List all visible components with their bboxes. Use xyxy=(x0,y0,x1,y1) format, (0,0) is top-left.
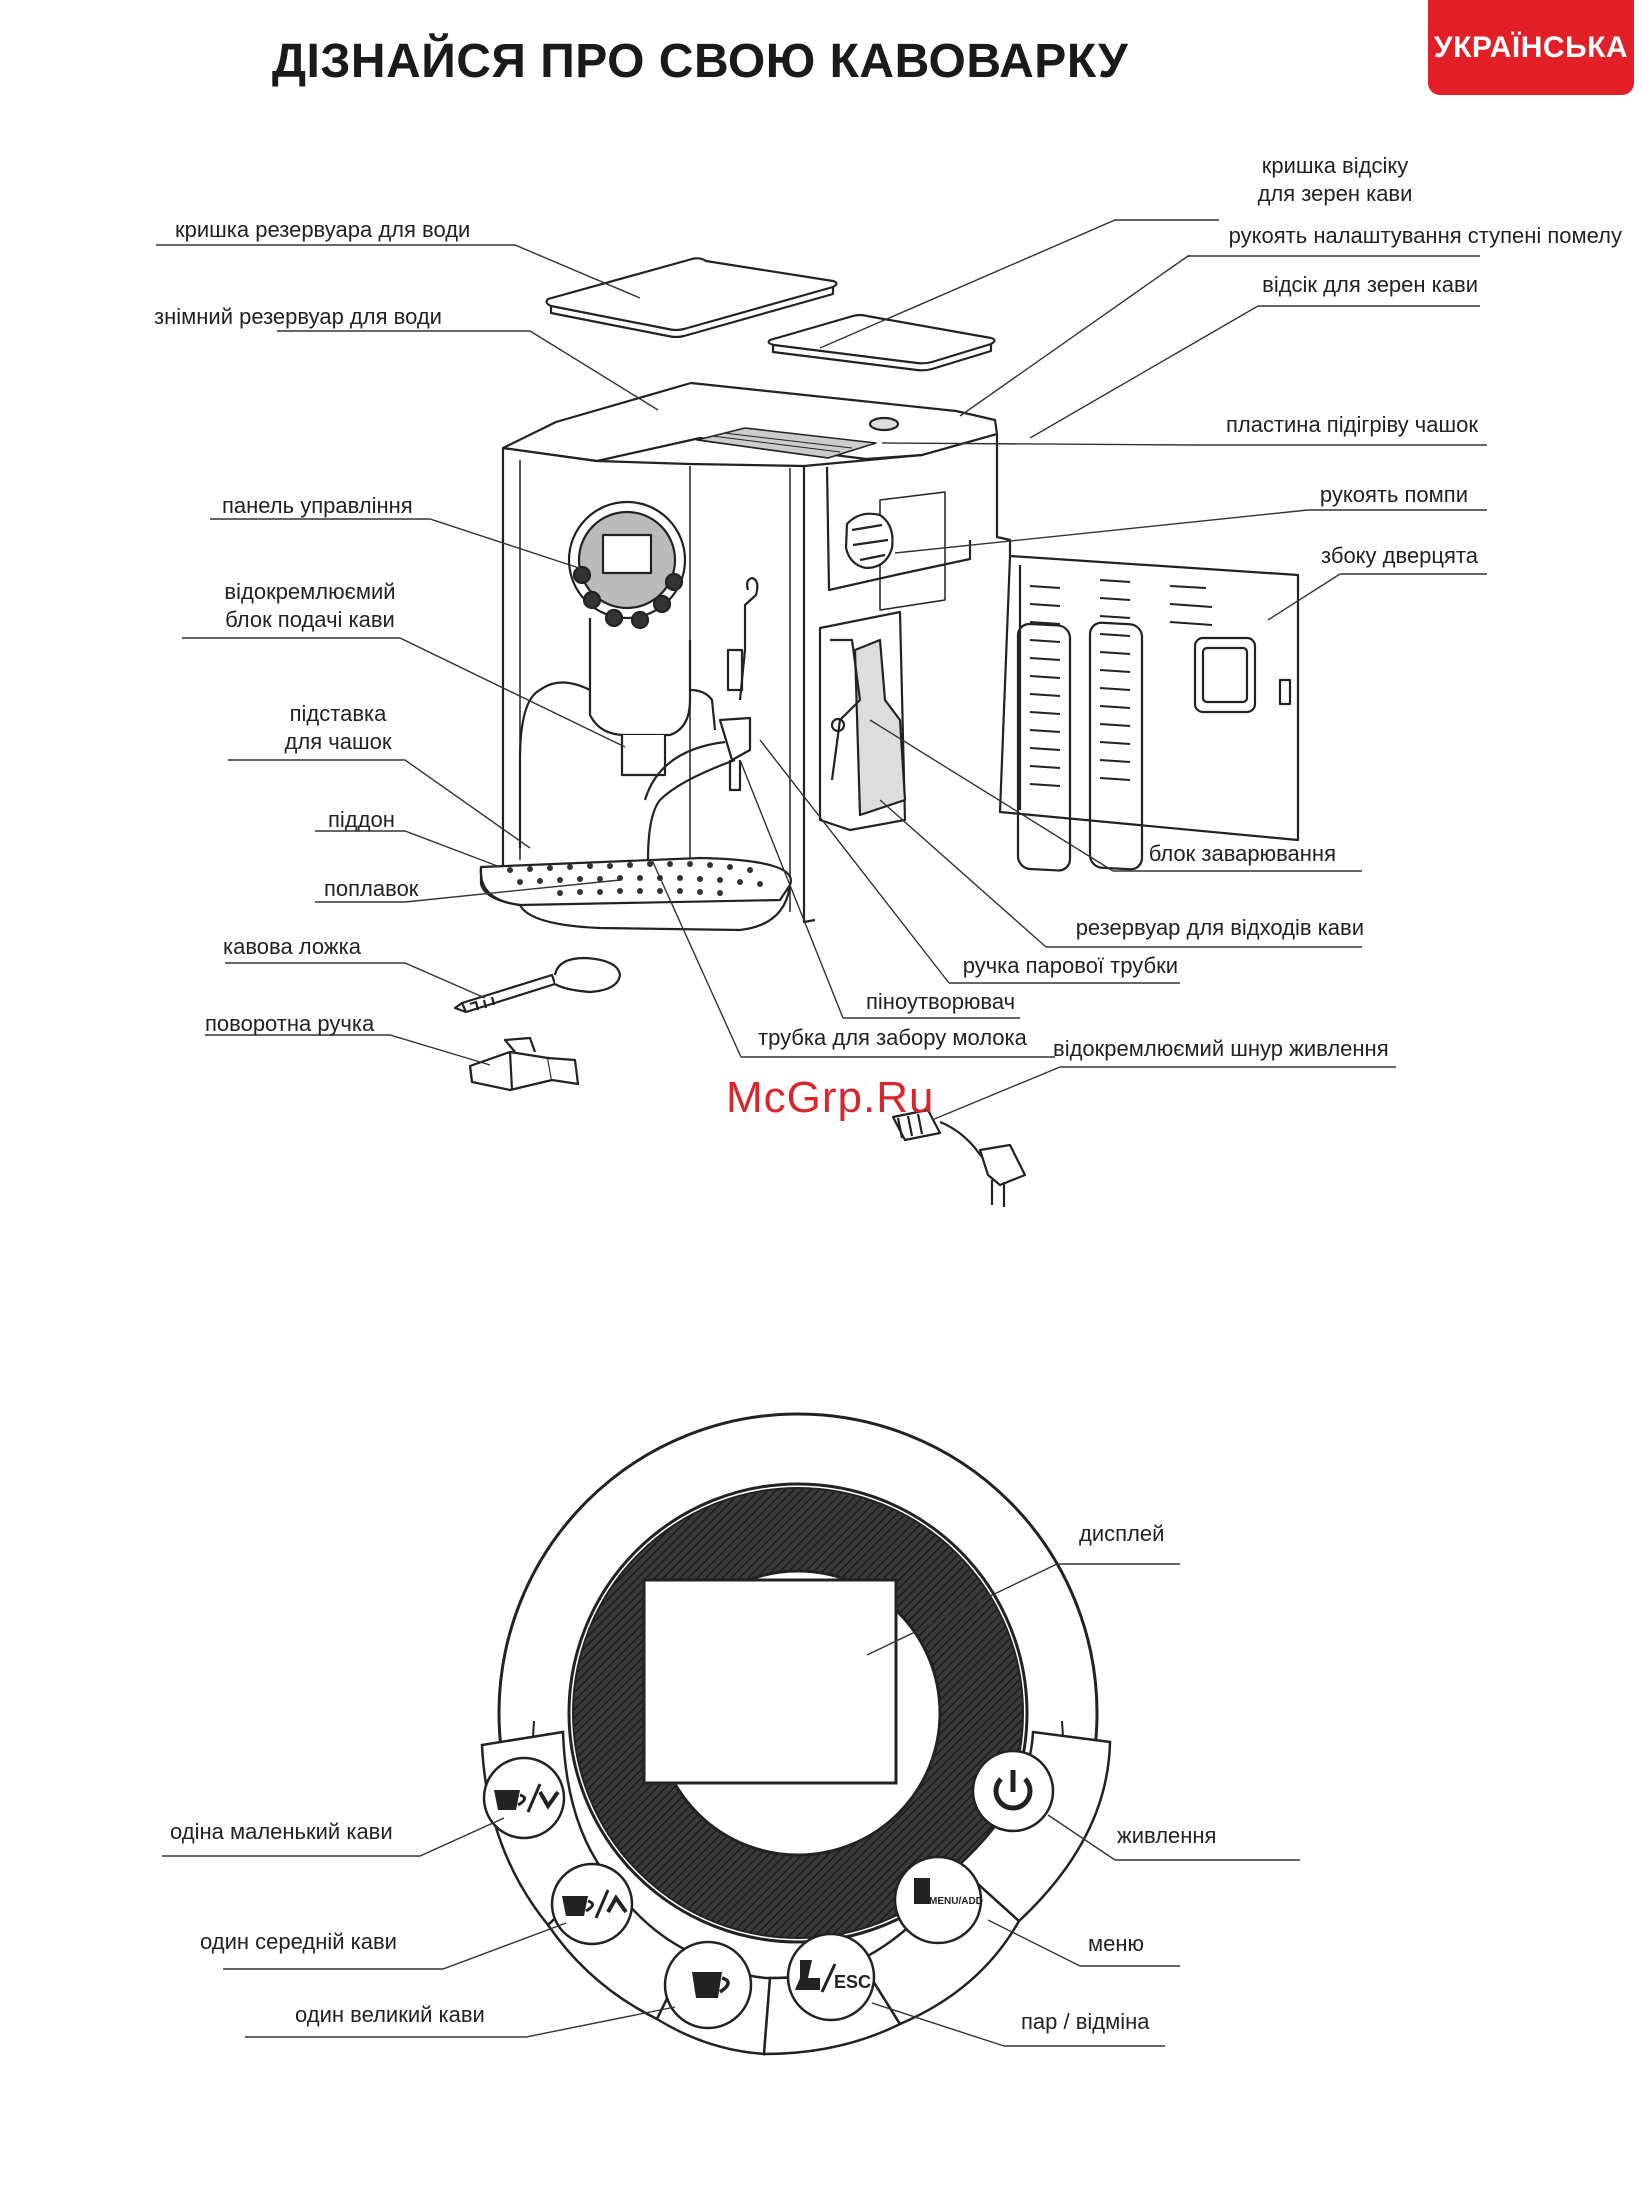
side-door xyxy=(998,554,1300,872)
front-control-panel xyxy=(567,500,687,630)
language-badge: УКРАЇНСЬКА xyxy=(1428,0,1634,95)
label-power-cord: відокремлюємий шнур живлення xyxy=(1053,1036,1389,1061)
water-tank-lid xyxy=(545,257,838,339)
label-display: дисплей xyxy=(1079,1521,1165,1546)
label-float: поплавок xyxy=(324,876,419,901)
label-large-coffee: один великий кави xyxy=(295,2002,485,2027)
label-lid-bean-line1: кришка відсіку xyxy=(1261,153,1409,178)
label-water-tank-lid: кришка резервуара для води xyxy=(175,217,471,242)
label-cup-stand-line2: для чашок xyxy=(284,729,392,754)
label-steam-pipe-handle: ручка парової трубки xyxy=(962,953,1178,978)
label-grind-knob: рукоять налаштування ступені помелу xyxy=(1228,223,1622,248)
bean-compartment-lid xyxy=(767,313,996,372)
menu-add-icon: MENU/ADD xyxy=(914,1878,983,1907)
label-cup-stand-line1: підставка xyxy=(289,701,387,726)
label-rotary-handle: поворотна ручка xyxy=(205,1011,375,1036)
leader-lines-bottom xyxy=(162,1563,1300,2047)
label-small-coffee: одіна маленький кави xyxy=(170,1819,393,1844)
label-coffee-spoon: кавова ложка xyxy=(223,934,361,959)
power-cord xyxy=(891,1108,1027,1207)
label-side-door: збоку дверцята xyxy=(1321,543,1478,568)
label-dispenser-line1: відокремлюємий xyxy=(224,579,396,604)
label-pump-knob: рукоять помпи xyxy=(1319,482,1468,507)
power-icon xyxy=(993,1770,1033,1811)
label-lid-bean-line2: для зерен кави xyxy=(1257,181,1413,206)
watermark: McGrp.Ru xyxy=(726,1073,935,1122)
coffee-spoon xyxy=(453,956,622,1014)
page-title: ДІЗНАЙСЯ ПРО СВОЮ КАВОВАРКУ xyxy=(271,35,1129,88)
label-cup-warming-plate: пластина підігріву чашок xyxy=(1225,412,1478,437)
drip-tray xyxy=(479,856,792,932)
cup-down-icon xyxy=(494,1783,560,1813)
brewing-unit xyxy=(818,491,946,832)
large-cup-icon xyxy=(692,1972,730,1998)
label-menu: меню xyxy=(1088,1931,1145,1956)
coffee-dispenser xyxy=(518,618,717,848)
svg-text:ESC: ESC xyxy=(834,1972,871,1992)
panel-display xyxy=(642,1578,898,1785)
label-frother: піноутворювач xyxy=(866,989,1016,1014)
rotary-handle xyxy=(468,1036,580,1092)
label-bean-compartment: відсік для зерен кави xyxy=(1262,272,1478,297)
svg-text:MENU/ADD: MENU/ADD xyxy=(929,1896,983,1907)
label-milk-tube: трубка для забору молока xyxy=(758,1025,1027,1050)
label-dispenser-line2: блок подачі кави xyxy=(225,607,395,632)
label-power: живлення xyxy=(1117,1823,1217,1848)
label-medium-coffee: один середній кави xyxy=(200,1929,397,1954)
cup-up-icon xyxy=(562,1889,628,1919)
label-control-panel: панель управління xyxy=(222,493,413,518)
label-drip-tray: піддон xyxy=(328,807,395,832)
label-steam-cancel: пар / відміна xyxy=(1021,2009,1150,2034)
leader-lines-top xyxy=(156,219,1487,1121)
machine-illustration xyxy=(453,257,1300,1207)
steam-esc-icon: ESC xyxy=(795,1960,871,1993)
label-brewing-unit: блок заварювання xyxy=(1148,841,1336,866)
label-grounds-container: резервуар для відходів кави xyxy=(1075,915,1364,940)
label-water-tank: знімний резервуар для води xyxy=(154,304,442,329)
steam-pipe xyxy=(643,576,759,861)
control-panel-illustration xyxy=(480,1412,1112,2056)
pump-knob xyxy=(844,512,894,570)
